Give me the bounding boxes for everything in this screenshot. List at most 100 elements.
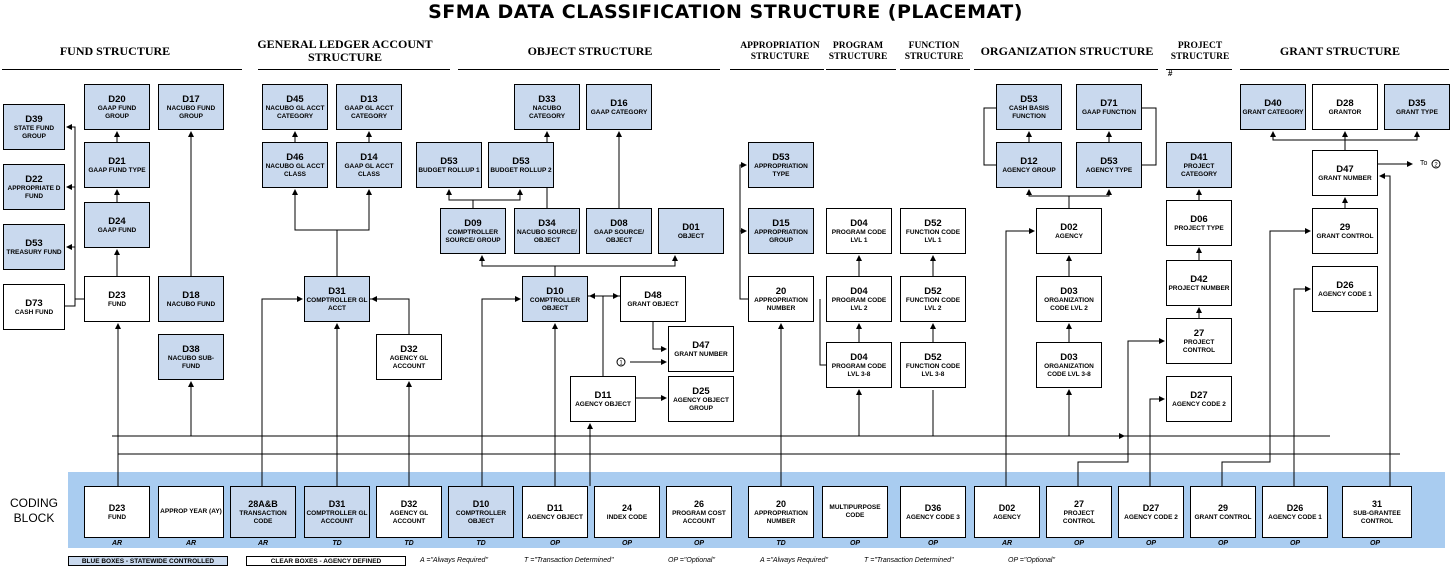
box-d04-1: D04Program Code Lvl 1 — [826, 208, 892, 254]
section-header-object: OBJECT STRUCTURE — [527, 44, 653, 58]
coding-field-requirement: OP — [1217, 540, 1229, 547]
legend-note-6: OP ="Optional" — [1008, 557, 1055, 564]
box-code: D53 — [25, 237, 43, 249]
coding-field-name: Multipurpose Code — [829, 504, 881, 519]
section-header-function-line2: STRUCTURE — [904, 52, 964, 62]
section-header-gl-line1: GENERAL LEDGER ACCOUNT — [257, 37, 433, 51]
box-name: Agency — [1055, 232, 1083, 240]
header-rule-appropriation — [730, 69, 824, 70]
legend-note-5: T ="Transaction Determined" — [864, 557, 954, 564]
box-code: D52 — [924, 351, 942, 363]
box-code: D53 — [440, 155, 458, 167]
coding-field-name: Project Control — [1062, 509, 1096, 525]
section-header-function-line1: FUNCTION — [908, 41, 960, 51]
coding-field-name: Agency — [993, 513, 1021, 521]
coding-field-12: D36Agency Code 3 — [900, 486, 966, 538]
box-d02: D02Agency — [1036, 208, 1102, 254]
box-name: Program Code Lvl 1 — [831, 228, 887, 244]
box-code: 20 — [775, 285, 787, 297]
box-code: D31 — [328, 285, 346, 297]
box-code: D32 — [400, 343, 418, 355]
box-code: D24 — [108, 215, 126, 227]
box-d40: D40Grant Category — [1240, 84, 1306, 130]
box-code: D20 — [108, 93, 126, 105]
box-d52-2: D52Function Code Lvl 2 — [900, 276, 966, 322]
coding-field-14: 27Project Control — [1046, 486, 1112, 538]
project-mark: # — [1168, 69, 1173, 78]
section-header-project: PROJECT STRUCTURE — [1164, 41, 1236, 63]
box-code: D33 — [538, 93, 556, 105]
box-d25: D25Agency Object Group — [668, 376, 734, 422]
box-name: GAAP Category — [590, 108, 648, 116]
box-name: Function Code Lvl 3-8 — [905, 362, 961, 378]
coding-field-requirement: OP — [927, 540, 939, 547]
box-code: D04 — [850, 217, 868, 229]
coding-field-requirement: OP — [693, 540, 705, 547]
box-name: Grant Type — [1396, 108, 1438, 116]
coding-field-code: D31 — [328, 498, 346, 509]
box-d32: D32Agency GL Account — [376, 334, 442, 380]
coding-field-code: D32 — [400, 498, 418, 509]
box-code: D26 — [1336, 279, 1354, 291]
coding-field-10: 20Appropriation Number — [748, 486, 814, 538]
box-code: D52 — [924, 217, 942, 229]
coding-field-requirement: OP — [1145, 540, 1157, 547]
box-code: D02 — [1060, 221, 1078, 233]
box-name: NACUBO Fund — [166, 300, 216, 308]
d02-to-d12 — [1026, 189, 1070, 208]
box-code: 27 — [1193, 327, 1205, 339]
box-name: Comptroller Source/ Group — [445, 228, 501, 244]
d10-to-d09 — [479, 255, 556, 276]
box-name: Project Number — [1168, 284, 1230, 292]
box-d47-grant: D47Grant Number — [1312, 150, 1378, 196]
box-name: NACUBO GL Acct Class — [265, 162, 325, 178]
box-code: D10 — [546, 285, 564, 297]
header-rule-program — [826, 69, 896, 70]
coding-field-code: D27 — [1142, 502, 1160, 513]
box-name: Organization Code Lvl 2 — [1044, 296, 1094, 312]
coding-field-requirement: OP — [1289, 540, 1301, 547]
box-code: D04 — [850, 285, 868, 297]
coding-field-9: 26Program Cost Account — [666, 486, 732, 538]
box-code: D71 — [1100, 97, 1118, 109]
section-header-program-line1: PROGRAM — [832, 41, 884, 51]
cb-d10-up — [481, 296, 521, 486]
section-header-appropriation: APPROPRIATION STRUCTURE — [728, 41, 832, 63]
box-code: D34 — [538, 217, 556, 229]
coding-field-requirement: OP — [849, 540, 861, 547]
header-rule-project — [1166, 69, 1232, 70]
coding-field-6: D10Comptroller Object — [448, 486, 514, 538]
box-code: D38 — [182, 343, 200, 355]
box-code: D40 — [1264, 97, 1282, 109]
approp-to-prog — [819, 299, 826, 366]
connector-1-icon — [616, 357, 626, 367]
box-name: GAAP Function — [1081, 108, 1137, 116]
box-d03-2: D03Organization Code Lvl 2 — [1036, 276, 1102, 322]
coding-field-2: Approp Year (AY) — [158, 486, 224, 538]
box-code: D22 — [25, 173, 43, 185]
coding-field-16: 29Grant Control — [1190, 486, 1256, 538]
coding-field-name: Fund — [107, 513, 127, 521]
box-d53-br2: D53Budget Rollup 2 — [488, 142, 554, 188]
box-code: 29 — [1339, 221, 1351, 233]
box-name: Agency GL Account — [389, 354, 429, 370]
box-d52-1: D52Function Code Lvl 1 — [900, 208, 966, 254]
legend-note-2: T ="Transaction Determined" — [524, 557, 614, 564]
coding-field-requirement: OP — [1073, 540, 1085, 547]
coding-field-code: D36 — [924, 502, 942, 513]
coding-field-code: 24 — [621, 502, 632, 513]
box-d11: D11Agency Object — [570, 376, 636, 422]
coding-field-code: 31 — [1371, 498, 1382, 509]
box-name: Project Category — [1180, 162, 1218, 178]
box-d04-2: D04Program Code Lvl 2 — [826, 276, 892, 322]
coding-field-code: D23 — [108, 502, 126, 513]
d32-to-d31 — [371, 296, 410, 334]
coding-field-code: D10 — [472, 498, 490, 509]
coding-field-requirement: OP — [549, 540, 561, 547]
